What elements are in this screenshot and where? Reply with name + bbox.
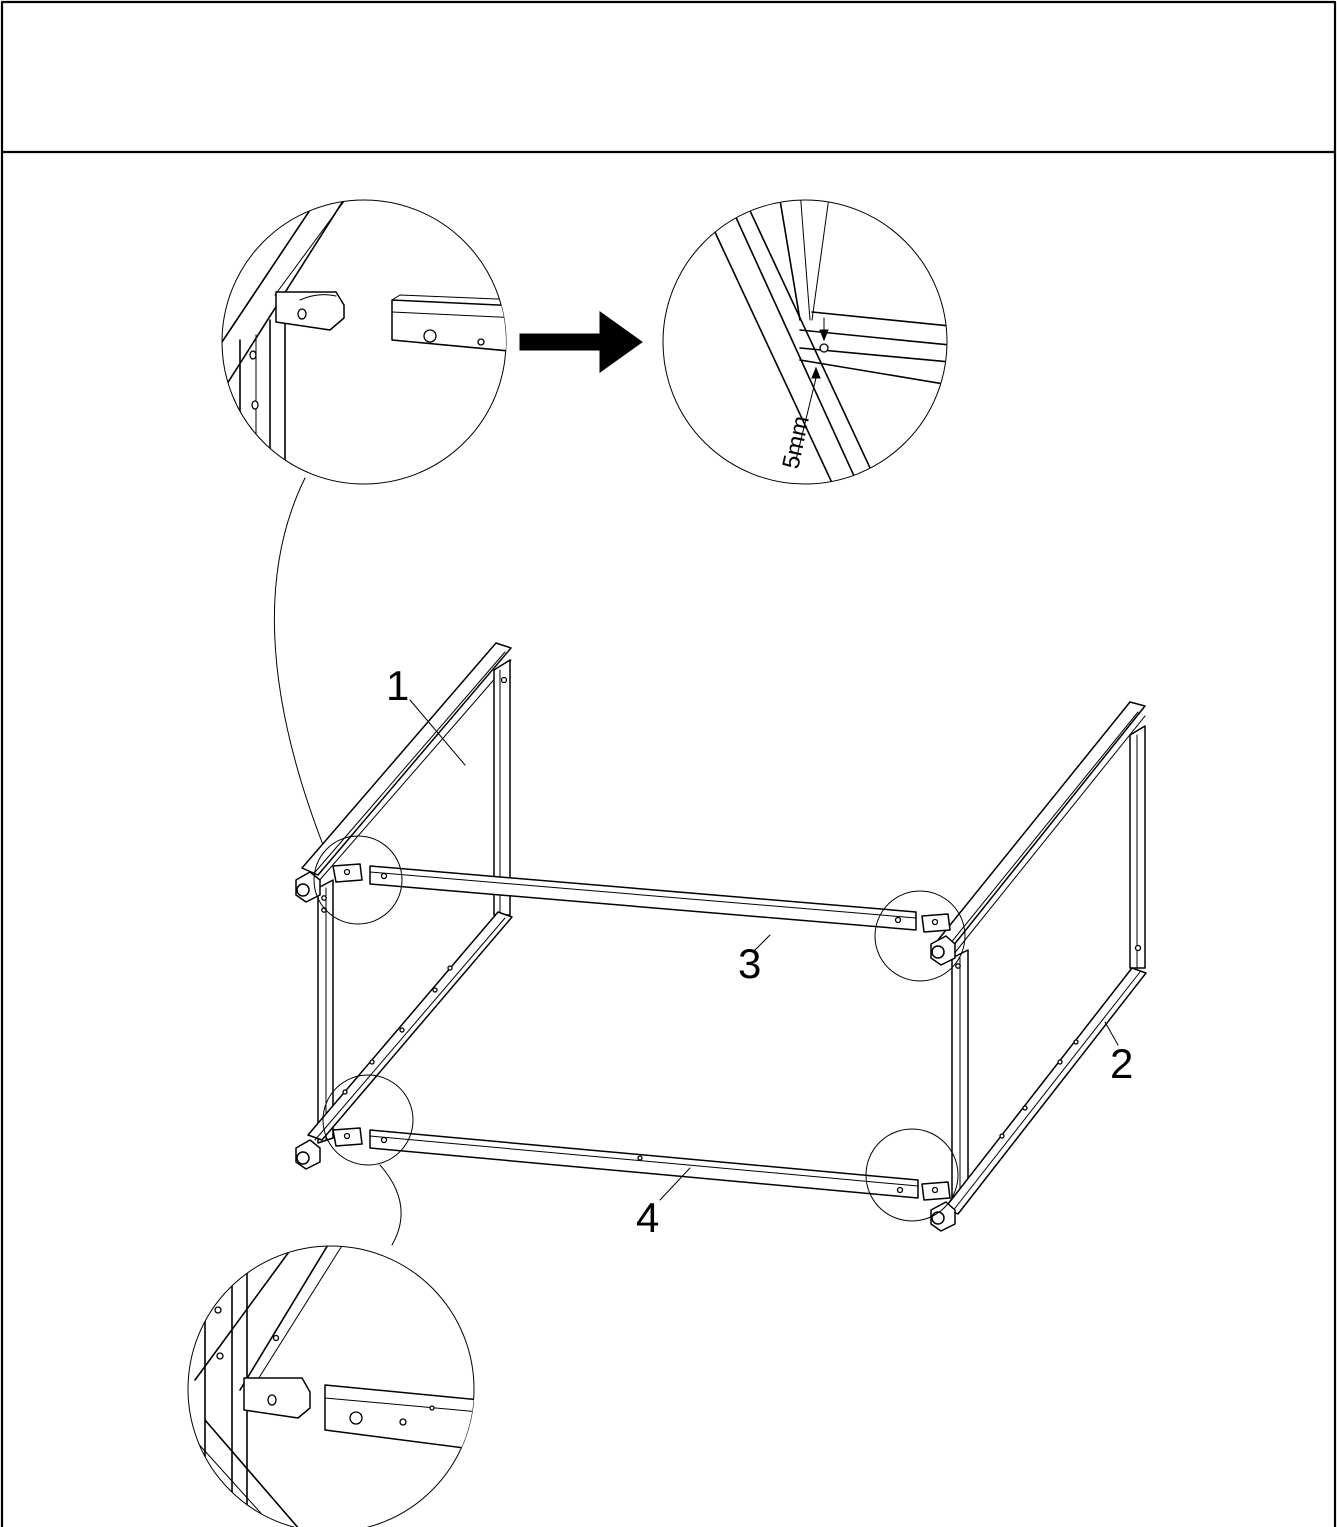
arrow-right-icon	[519, 311, 643, 373]
callout-part-3: 3	[738, 940, 761, 987]
gap-dimension-label: 5mm	[777, 413, 815, 471]
callout-leaders	[409, 699, 1119, 1201]
joint-highlight-circles	[313, 835, 966, 1222]
callout-part-2: 2	[1110, 1040, 1133, 1087]
detail-leader-lines	[273, 477, 402, 1246]
detail-view-bottom-left	[187, 1245, 475, 1527]
callout-part-4: 4	[636, 1194, 659, 1241]
frame-assembly: 1 2 3 4	[295, 642, 1147, 1241]
right-side-frame	[921, 701, 1147, 1232]
bottom-connecting-rail	[369, 1129, 919, 1199]
detail-view-top-right: 5mm	[662, 199, 948, 485]
detail-view-top-left	[221, 199, 507, 485]
callout-part-1: 1	[386, 662, 409, 709]
top-connecting-rail	[369, 865, 917, 931]
left-side-frame	[295, 642, 513, 1170]
